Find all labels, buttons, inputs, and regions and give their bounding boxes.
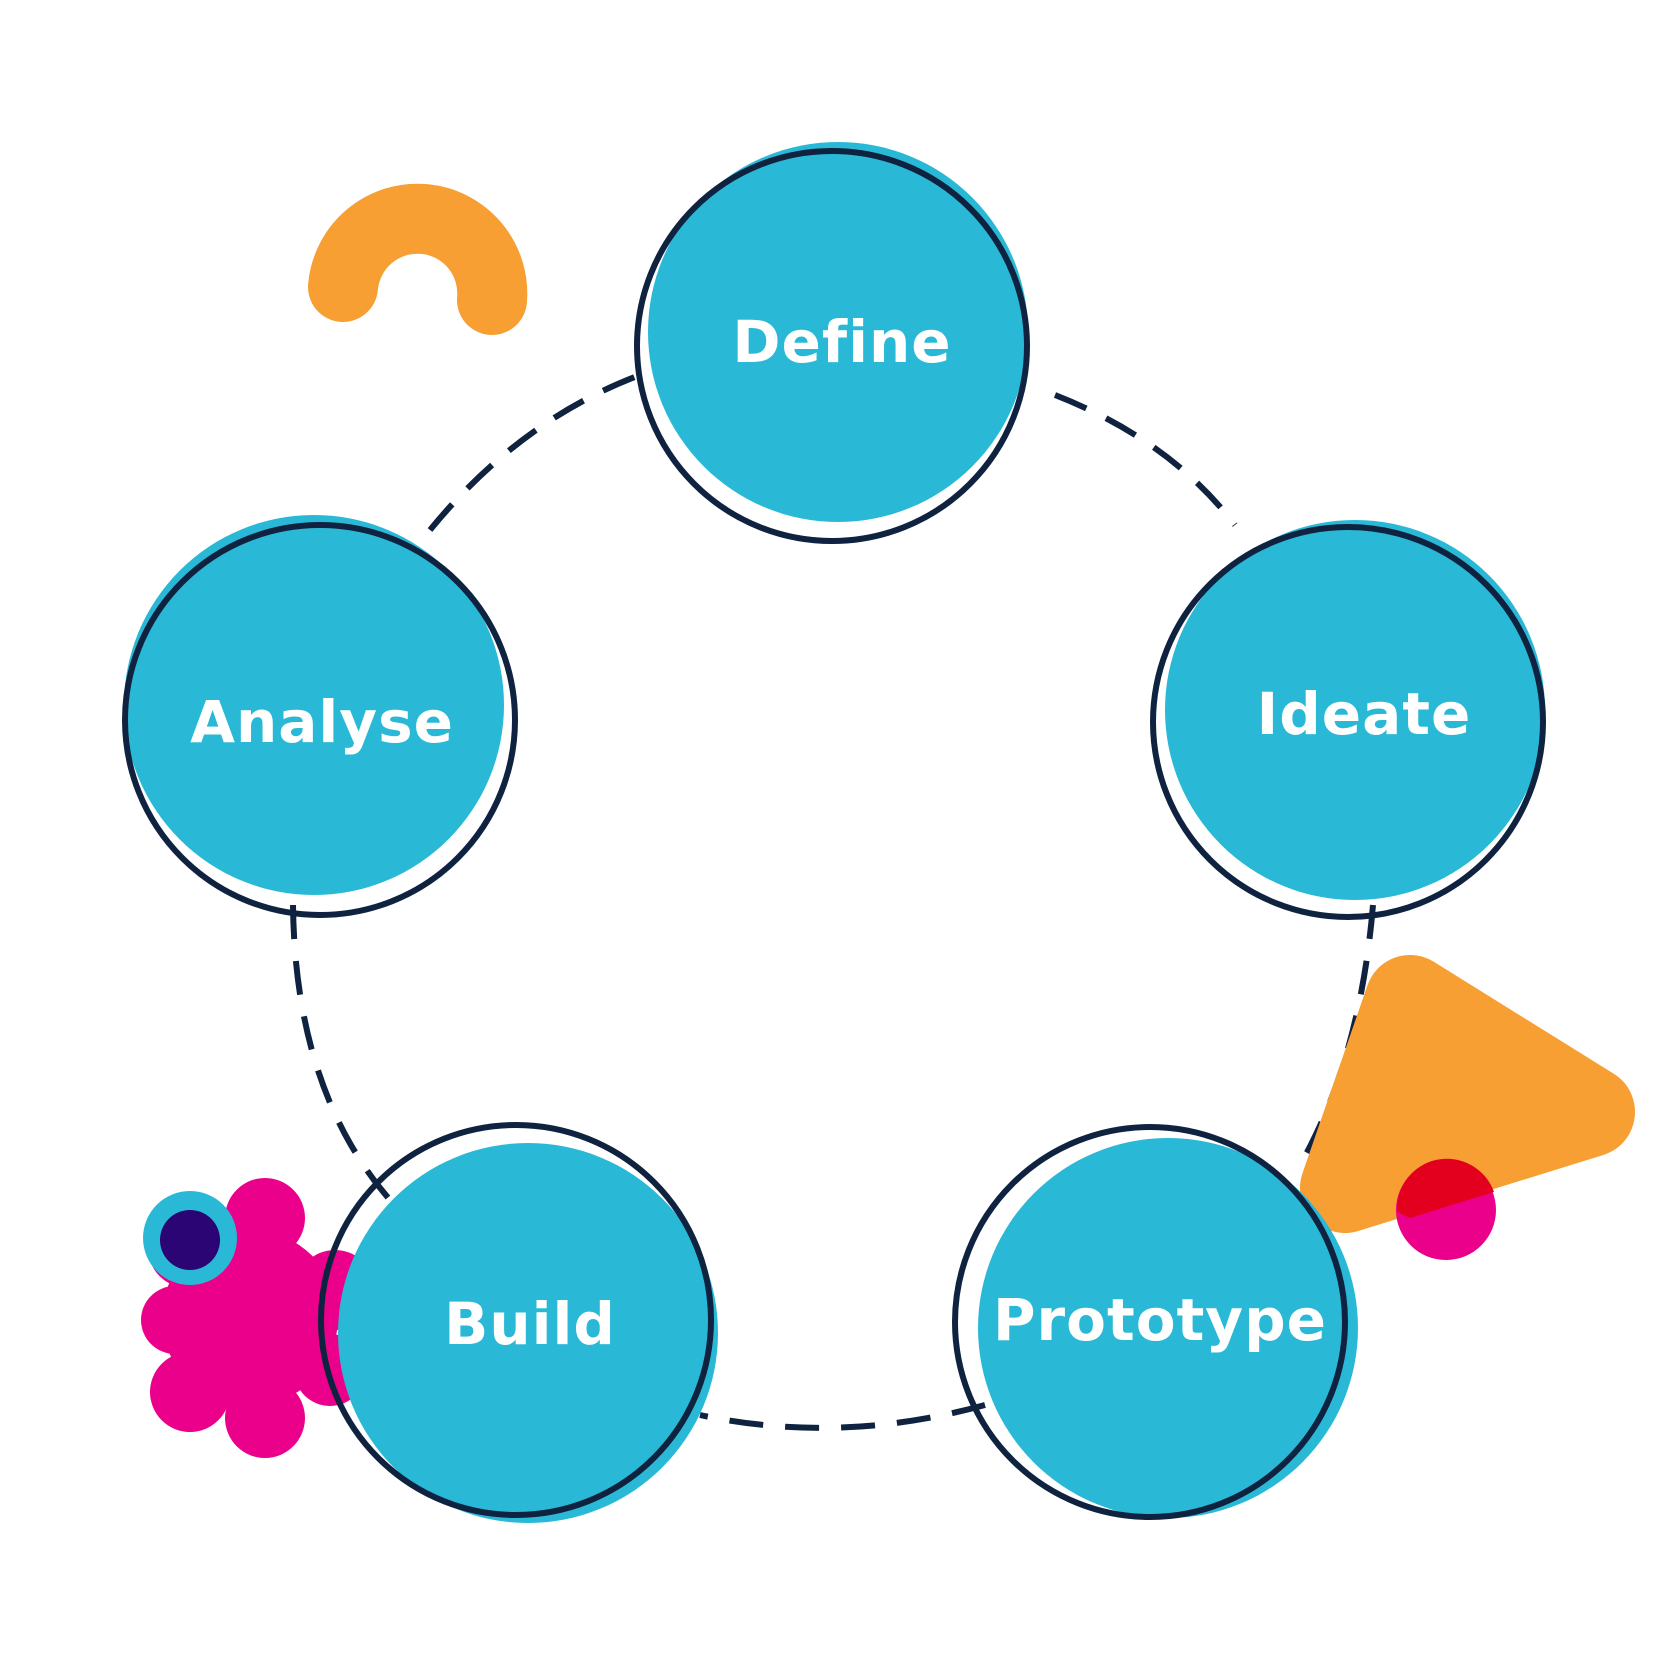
orange-arc-decoration <box>308 183 528 335</box>
stage-define-outline <box>634 148 1030 544</box>
stage-ideate-outline <box>1150 524 1546 920</box>
stage-build: Build <box>318 1122 718 1523</box>
red-overlap-decoration <box>1396 1158 1494 1218</box>
stage-define: Define <box>634 142 1030 544</box>
stage-ideate-fill <box>1165 520 1545 900</box>
connector-prototype-build <box>699 1402 986 1431</box>
stage-prototype-label: Prototype <box>993 1286 1327 1354</box>
stage-build-outline <box>318 1122 714 1518</box>
stage-define-fill <box>648 142 1028 522</box>
stage-ideate: Ideate <box>1150 520 1546 920</box>
orange-triangle-decoration <box>1300 955 1635 1233</box>
stage-prototype-fill <box>978 1138 1358 1518</box>
decorations <box>141 183 1635 1458</box>
stage-build-fill <box>338 1143 718 1523</box>
stage-analyse: Analyse <box>122 515 518 918</box>
stage-ideate-label: Ideate <box>1257 680 1472 748</box>
stage-analyse-fill <box>124 515 504 895</box>
stage-build-label: Build <box>444 1290 616 1358</box>
stage-define-label: Define <box>732 308 951 376</box>
stage-analyse-label: Analyse <box>190 688 454 756</box>
connector-build-analyse <box>290 904 393 1202</box>
stage-analyse-outline <box>122 522 518 918</box>
stage-prototype-outline <box>952 1124 1348 1520</box>
connector-define-ideate <box>1053 392 1238 527</box>
pink-flower-decoration <box>141 1178 375 1458</box>
stage-prototype: Prototype <box>952 1124 1358 1520</box>
indigo-dot-overlap <box>160 1210 220 1270</box>
connector-analyse-define <box>427 372 642 532</box>
